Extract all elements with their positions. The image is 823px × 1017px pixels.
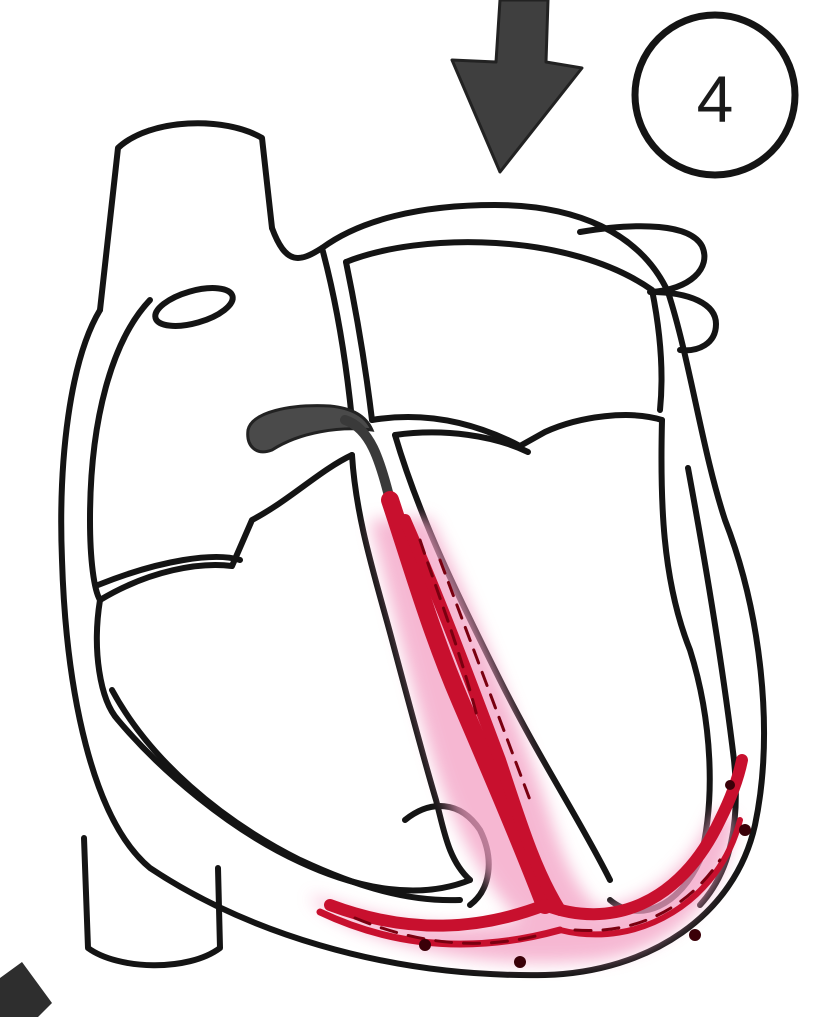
down-left-arrow-icon xyxy=(0,962,52,1017)
mitral-valve-lower xyxy=(395,432,528,452)
superior-vena-cava xyxy=(100,123,272,310)
right-ventricle-free-wall xyxy=(112,690,460,900)
inferior-vena-cava xyxy=(84,838,220,965)
step-number: 4 xyxy=(697,62,734,136)
coronary-sinus xyxy=(151,281,237,334)
bundle-of-his xyxy=(345,420,560,910)
left-atrium-wall xyxy=(346,242,662,410)
tricuspid-valve xyxy=(100,455,352,600)
right-atrium-wall xyxy=(90,300,150,600)
down-arrow-icon xyxy=(452,0,582,172)
step-number-badge: 4 xyxy=(635,15,795,175)
